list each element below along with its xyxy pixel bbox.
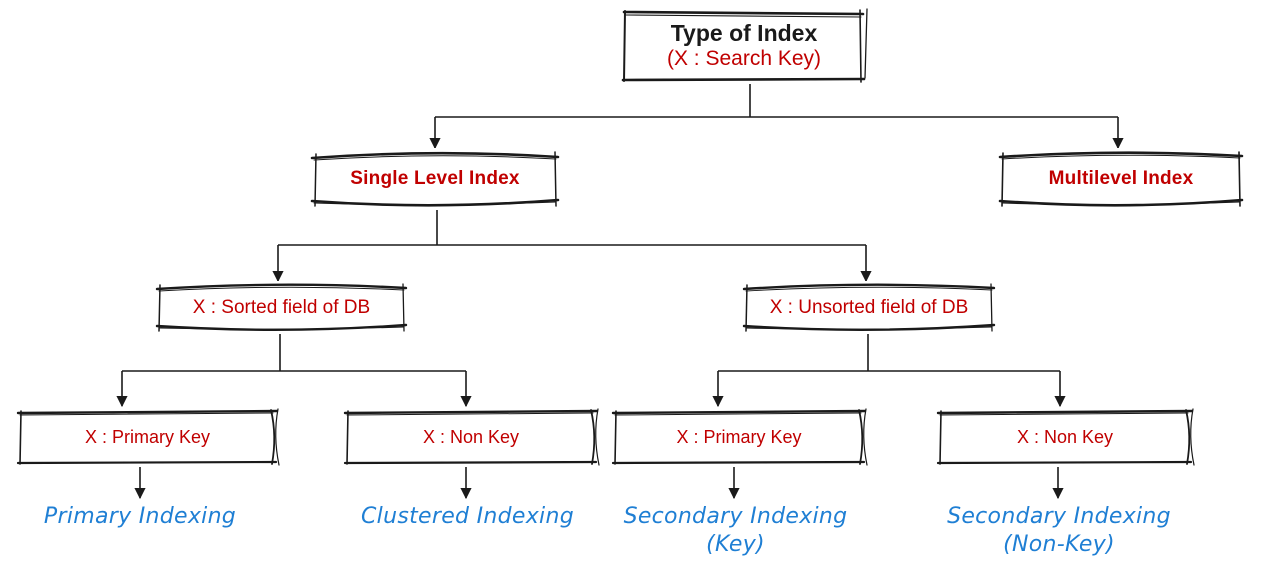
node-label: X : Primary Key bbox=[676, 426, 802, 447]
node-label: X : Non Key bbox=[1016, 426, 1114, 447]
node-unsorted-non-key[interactable]: X : Non Key bbox=[935, 408, 1195, 466]
node-unsorted-primary-key[interactable]: X : Primary Key bbox=[610, 408, 868, 466]
node-sorted-primary-key[interactable]: X : Primary Key bbox=[15, 408, 280, 466]
node-label: Multilevel Index bbox=[1048, 168, 1194, 190]
leaf-caption-clustered-indexing: Clustered Indexing bbox=[361, 504, 574, 529]
node-single-level-index[interactable]: Single Level Index bbox=[310, 148, 560, 210]
node-unsorted-field[interactable]: X : Unsorted field of DB bbox=[742, 281, 996, 334]
node-sorted-field[interactable]: X : Sorted field of DB bbox=[155, 281, 408, 334]
node-multilevel-index[interactable]: Multilevel Index bbox=[998, 148, 1244, 210]
node-label: X : Primary Key bbox=[84, 426, 211, 447]
node-type-of-index[interactable]: Type of Index (X : Search Key) bbox=[620, 8, 868, 84]
node-label: X : Non Key bbox=[422, 426, 520, 447]
node-title-line1: Type of Index bbox=[670, 20, 818, 47]
node-sorted-non-key[interactable]: X : Non Key bbox=[342, 408, 600, 466]
leaf-caption-secondary-indexing-key: Secondary Indexing (Key) bbox=[623, 504, 848, 558]
node-title-line2: (X : Search Key) bbox=[666, 47, 822, 71]
node-label: X : Unsorted field of DB bbox=[769, 296, 969, 318]
leaf-caption-secondary-indexing-non-key: Secondary Indexing (Non-Key) bbox=[947, 504, 1171, 558]
node-label: X : Sorted field of DB bbox=[192, 296, 371, 318]
node-label: Single Level Index bbox=[350, 168, 520, 190]
leaf-caption-primary-indexing: Primary Indexing bbox=[43, 504, 237, 529]
